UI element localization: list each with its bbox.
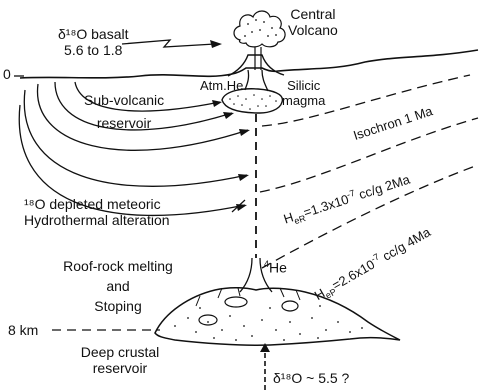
eruption-plume [234,11,285,47]
upper-conduit [245,70,268,91]
deep-crustal-label: Deep crustal reservoir [40,344,200,376]
subvolcanic-label: Sub-volcanic reservoir [84,92,164,131]
atm-he-label: Atm.He [200,78,243,93]
vent-conduit [255,47,261,70]
helium4-label: 4He [264,256,287,276]
central-volcano-label: Central Volcano [288,6,338,38]
deep-reservoir-stipple [174,305,363,341]
meteoric-label: ¹⁸O depleted meteoric Hydrothermal alter… [24,196,170,228]
roof-rock-label: Roof-rock melting and Stoping [44,258,192,314]
depth-8km-label: 8 km [8,322,38,338]
silicic-magma-label: Silicic magma [282,78,325,108]
plume-stipple [244,19,277,37]
basalt-pointer [122,40,215,47]
stoped-block-2 [225,297,247,307]
stoped-block-3 [282,301,298,311]
basalt-pointer-head [210,40,222,48]
basalt-label: δ¹⁸O basalt 5.6 to 1.8 [58,26,129,58]
stoped-block-1 [199,315,217,325]
zero-depth-label: 0 [3,66,11,82]
subvolcanic-stipple [229,94,277,110]
bottom-delta-label: δ¹⁸O ~ 5.5 ? [273,370,349,386]
